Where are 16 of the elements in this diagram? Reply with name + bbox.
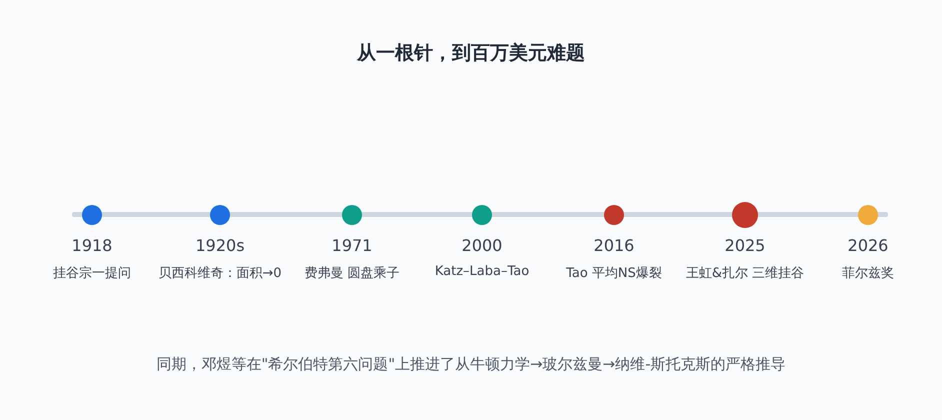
- event-label: 费弗曼 圆盘乘子: [304, 265, 400, 282]
- event-label: Tao 平均NS爆裂: [566, 265, 662, 282]
- year-label: 2000: [460, 236, 504, 255]
- year-label: 2025: [724, 236, 766, 255]
- event-label: 贝西科维奇：面积→0: [158, 265, 282, 282]
- year-label: 2026: [846, 236, 890, 255]
- event-label: 菲尔兹奖: [842, 265, 894, 282]
- year-label: 2016: [592, 236, 636, 255]
- event-label: Katz–Laba–Tao: [434, 264, 530, 279]
- footnote: 同期，邓煜等在"希尔伯特第六问题"上推进了从牛顿力学→玻尔兹曼→纳维-斯托克斯的严格推导: [155, 355, 787, 374]
- diagram-title: 从一根针，到百万美元难题: [356, 41, 586, 66]
- year-label: 1971: [330, 236, 374, 255]
- event-label: 挂谷宗一提问: [53, 265, 131, 282]
- year-label: 1920s: [194, 236, 246, 255]
- event-label: 王虹&扎尔 三维挂谷: [686, 265, 804, 282]
- year-label: 1918: [70, 236, 114, 255]
